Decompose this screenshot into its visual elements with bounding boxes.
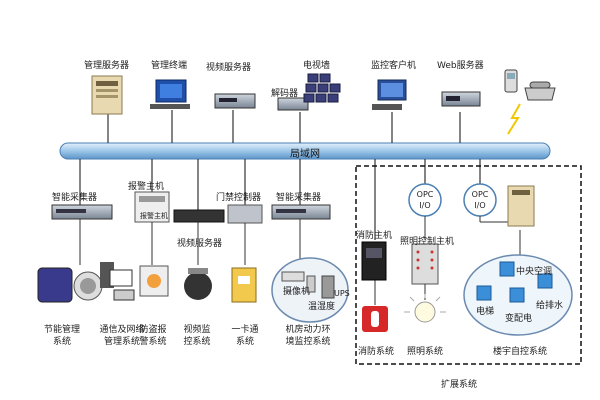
lower-connectors [79, 219, 301, 265]
collector-left-label: 智能采集器 [52, 193, 98, 203]
collector-left-icon [51, 204, 113, 220]
dome-camera-icon [184, 268, 212, 300]
fire-host-label: 消防主机 [356, 231, 393, 241]
wireless-signal-icon [507, 103, 521, 135]
alarm-host-label: 报警主机 [128, 182, 165, 192]
web-server-label: Web服务器 [437, 61, 484, 71]
energy-system-label: 节能管理 系统 [43, 325, 80, 347]
light-bulb-icon [404, 294, 446, 323]
anti-theft-system-label: 防盗报 警系统 [139, 325, 167, 347]
lighting-host-label: 照明控制主机 [400, 237, 455, 247]
extension-system-box [355, 165, 582, 365]
fire-extinguisher-icon [362, 306, 388, 332]
desk-phone-icon [524, 81, 556, 101]
lan-bus-label: 局域网 [290, 149, 320, 160]
mobile-phone-icon [504, 69, 518, 93]
lighting-host-icon [411, 243, 439, 285]
opc-2-label: OPC I/O [471, 190, 489, 210]
card-system-label: 一卡通 系统 [231, 325, 259, 347]
management-server-icon [91, 75, 123, 115]
video-server-mid-icon [173, 209, 225, 223]
elevator-label: 电梯 [476, 307, 495, 317]
central-ac-label: 中央空调 [516, 267, 553, 277]
management-terminal-label: 管理终端 [151, 61, 188, 71]
lighting-system-label: 照明系统 [407, 347, 444, 357]
camera-label: 摄像机 [283, 287, 311, 297]
substation-label: 变配电 [505, 314, 533, 324]
camera-icon [281, 271, 305, 282]
web-server-icon [441, 91, 481, 107]
card-reader-icon [231, 267, 257, 303]
tv-wall-label: 电视墙 [303, 61, 331, 71]
collector-right-label: 智能采集器 [276, 193, 322, 203]
extension-title: 扩展系统 [441, 380, 478, 390]
management-server-label: 管理服务器 [84, 61, 130, 71]
decoder-label: 解码器 [271, 89, 299, 99]
temp-humidity-label: 温湿度 [308, 302, 336, 312]
network-system-label: 通信及网络 管理系统 [99, 325, 145, 347]
network-equipment-icon [100, 262, 135, 301]
access-controller-label: 门禁控制器 [216, 193, 262, 203]
top-connectors [107, 110, 461, 143]
monitor-client-label: 监控客户机 [371, 61, 417, 71]
tv-wall-icon [303, 73, 341, 103]
building-server-icon [507, 185, 535, 227]
collector-right-icon [271, 204, 331, 220]
video-server-top-icon [214, 93, 256, 109]
video-monitor-system-label: 视频监 控系统 [183, 325, 211, 347]
video-server-mid-label: 视频服务器 [177, 239, 223, 249]
opc-1-label: OPC I/O [416, 190, 434, 210]
middle-connectors [79, 159, 481, 240]
alarm-host-panel-label: 报警主机 [140, 212, 168, 220]
bas-device-icons [476, 261, 553, 303]
decoder-icon [277, 97, 309, 111]
alarm-host-icon [134, 191, 170, 223]
video-server-top-label: 视频服务器 [206, 63, 252, 73]
ups-label: UPS [334, 289, 350, 298]
fire-host-icon [361, 241, 387, 281]
machine-room-system-label: 机房动力环 境监控系统 [285, 325, 331, 347]
access-controller-icon [227, 204, 263, 224]
sensor-icon [306, 275, 316, 293]
energy-meter-icon [37, 267, 103, 303]
alarm-sensor-icon [139, 265, 169, 297]
bas-system-label: 楼宇自控系统 [493, 347, 548, 357]
lan-bus [59, 142, 551, 160]
management-terminal-icon [150, 79, 190, 109]
ups-icon [321, 275, 335, 299]
water-label: 给排水 [536, 301, 564, 311]
monitor-client-icon [372, 79, 407, 110]
fire-system-label: 消防系统 [358, 347, 395, 357]
